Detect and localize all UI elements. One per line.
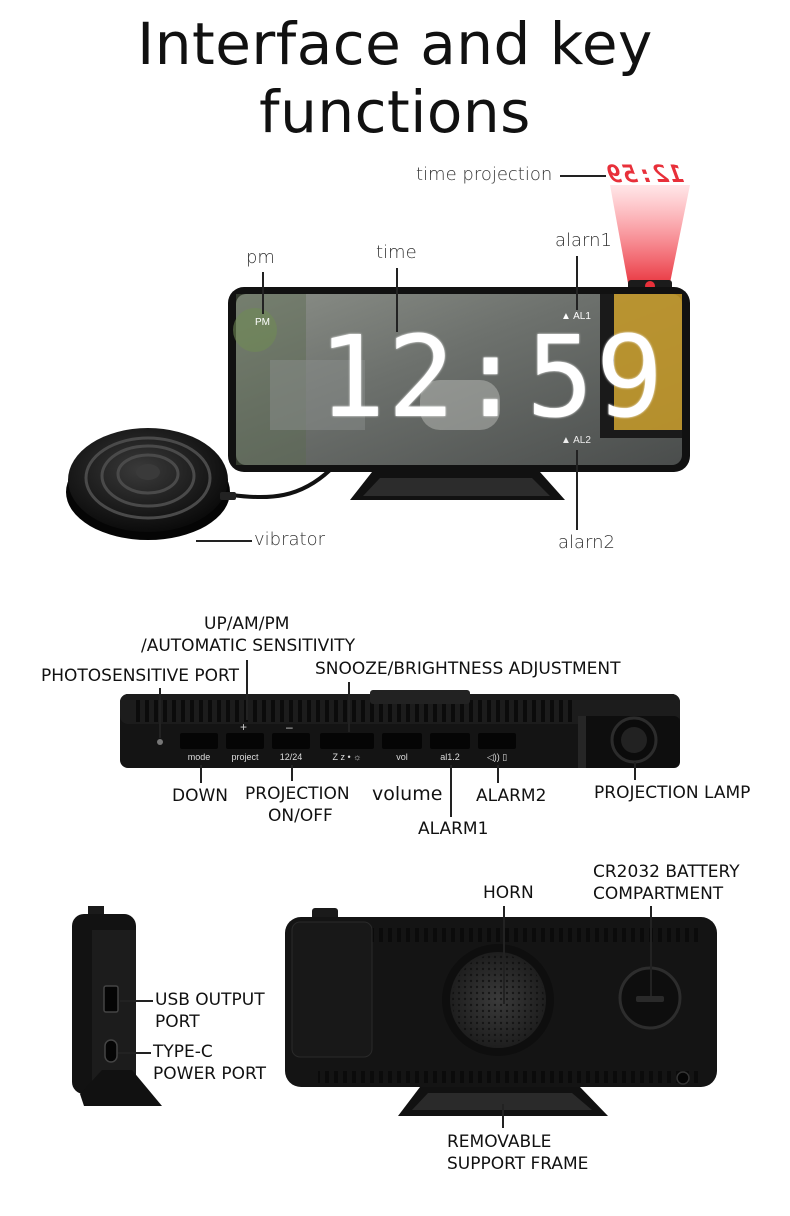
projection-beam [610,185,690,283]
clock-front-body [228,287,690,472]
bell-icon: ▲ [561,435,571,446]
button-mode[interactable]: mode [187,752,211,762]
label-vibrator: vibrator [254,529,325,550]
label-horn: HORN [483,883,534,903]
projected-time-display: 12:59 [603,160,686,188]
label-alarm1: alarn1 [555,230,613,251]
label-projection-onoff: PROJECTION [245,784,350,804]
label-time-projection: time projection [416,164,553,185]
label-power-port: POWER PORT [153,1064,266,1084]
button-vol[interactable]: vol [396,752,408,762]
label-projection-onoff-2: ON/OFF [268,806,333,826]
label-battery-compartment: COMPARTMENT [593,884,724,904]
page-title: Interface and key functions [137,10,653,146]
button-12-24[interactable]: 12/24 [279,752,303,762]
label-type-c: TYPE-C [153,1042,213,1062]
label-alarm2: alarn2 [558,532,616,553]
al1-indicator: ▲ AL1 [561,311,591,322]
label-removable: REMOVABLE [447,1132,552,1152]
label-projection-lamp: PROJECTION LAMP [594,783,751,803]
top-panel-buttons [180,733,516,749]
plus-sign: + [240,720,248,734]
button-al12[interactable]: al1.2 [440,752,460,762]
label-up-am-pm: UP/AM/PM [204,614,290,634]
label-usb-output: USB OUTPUT [155,990,265,1010]
label-alarm1-key: ALARM1 [418,819,489,839]
led-time-display: 12:59 [318,313,666,443]
back-view-body [285,908,717,1116]
side-profile-body [72,906,162,1106]
label-usb-port: PORT [155,1012,200,1032]
label-photosensitive-port: PHOTOSENSITIVE PORT [41,666,239,686]
label-pm: pm [246,247,275,268]
label-automatic-sensitivity: /AUTOMATIC SENSITIVITY [141,636,356,656]
label-snooze-brightness: SNOOZE/BRIGHTNESS ADJUSTMENT [315,659,621,679]
label-alarm2-key: ALARM2 [476,786,547,806]
label-battery: CR2032 BATTERY [593,862,740,882]
label-down: DOWN [172,786,228,806]
label-volume: volume [372,783,443,805]
bell-icon: ▲ [561,311,571,322]
button-project[interactable]: project [231,752,259,762]
button-snooze[interactable]: Z z • ☼ [332,752,362,762]
label-support-frame: SUPPORT FRAME [447,1154,589,1174]
minus-sign: – [286,720,293,734]
al2-indicator: ▲ AL2 [561,435,591,446]
pm-indicator: PM [255,317,270,328]
photosensitive-port-icon [157,739,163,745]
al2-indicator-text: AL2 [573,435,591,446]
vibrator-device [66,428,236,540]
al1-indicator-text: AL1 [573,311,591,322]
button-alarm-vibrate[interactable]: ◁)) ▯ [486,752,508,762]
label-time: time [376,242,417,263]
